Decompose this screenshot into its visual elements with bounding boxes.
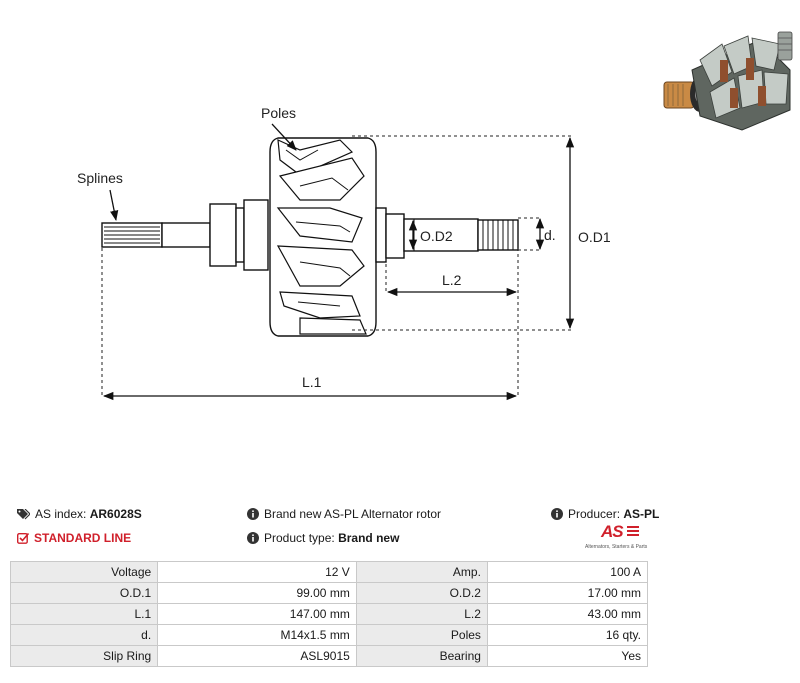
spec-value: ASL9015 [157, 645, 357, 667]
od1-label: O.D1 [578, 229, 611, 245]
as-index-line: AS index: AR6028S [17, 507, 142, 521]
product-type-value: Brand new [338, 531, 400, 545]
spec-key: d. [9, 624, 159, 646]
dimension-arrows [102, 123, 575, 401]
check-square-icon [17, 532, 29, 544]
spec-value: Yes [486, 645, 649, 667]
logo-bars [627, 526, 639, 538]
tags-icon [17, 509, 30, 520]
spec-key: L.1 [9, 603, 159, 625]
description-line: Brand new AS-PL Alternator rotor [247, 507, 441, 521]
as-pl-logo: AS Alternators, Starters & Parts [585, 522, 649, 552]
logo-text: AS [601, 522, 624, 541]
l2-label: L.2 [442, 272, 462, 288]
alternator-rotor-photo [663, 31, 793, 131]
l1-label: L.1 [302, 374, 322, 390]
producer-value: AS-PL [623, 507, 660, 521]
logo-tagline: Alternators, Starters & Parts [585, 544, 648, 550]
standard-line-label: STANDARD LINE [34, 531, 132, 545]
splines-label: Splines [77, 170, 123, 186]
rotor-pole-body [269, 137, 377, 337]
spec-key: L.2 [355, 603, 488, 625]
od2-label: O.D2 [420, 228, 453, 244]
product-type-label: Product type: [264, 531, 335, 545]
rotor-dimension-drawing: Poles Splines O.D1 O.D2 d. L.1 L.2 [77, 31, 793, 401]
info-icon [551, 508, 563, 520]
spec-key: Slip Ring [9, 645, 159, 667]
d-label: d. [544, 227, 556, 243]
spec-value: 43.00 mm [486, 603, 649, 625]
spec-key: O.D.2 [355, 582, 488, 604]
extension-lines [101, 135, 572, 396]
producer-label: Producer: [568, 507, 621, 521]
producer-line: Producer: AS-PL [551, 507, 659, 521]
spec-key: Poles [355, 624, 488, 646]
spec-value: M14x1.5 mm [157, 624, 357, 646]
as-index-label: AS index: [35, 507, 87, 521]
spec-value: 17.00 mm [486, 582, 649, 604]
splined-shaft [101, 222, 211, 248]
info-icon [247, 532, 259, 544]
spec-value: 100 A [486, 561, 649, 583]
threaded-end [477, 219, 519, 251]
info-icon [247, 508, 259, 520]
front-bearing [209, 199, 269, 271]
as-index-value: AR6028S [89, 507, 142, 521]
poles-label: Poles [261, 105, 296, 121]
spec-key: Bearing [355, 645, 488, 667]
spec-value: 147.00 mm [157, 603, 357, 625]
spec-key: O.D.1 [9, 582, 159, 604]
spec-key: Voltage [9, 561, 159, 583]
spec-key: Amp. [355, 561, 488, 583]
spec-value: 16 qty. [486, 624, 649, 646]
description-text: Brand new AS-PL Alternator rotor [264, 507, 441, 521]
spec-value: 99.00 mm [157, 582, 357, 604]
standard-line: STANDARD LINE [17, 531, 131, 545]
spec-value: 12 V [157, 561, 357, 583]
product-type-line: Product type: Brand new [247, 531, 399, 545]
